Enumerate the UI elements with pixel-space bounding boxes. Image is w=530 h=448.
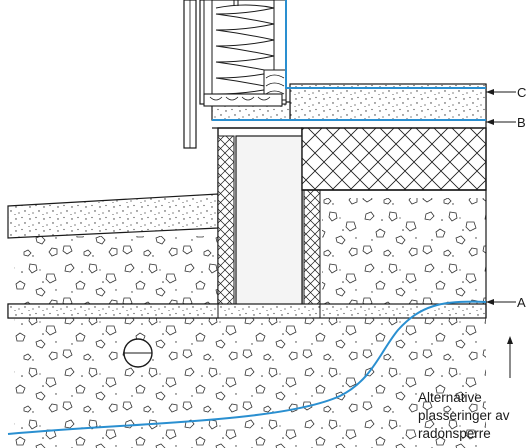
timber-wall — [183, 0, 287, 149]
radon-barrier-position-c — [285, 0, 486, 89]
gravel-fill-lower — [14, 318, 486, 448]
caption-line-1: Alternative — [418, 390, 482, 405]
exterior-ground-layer — [7, 193, 219, 239]
arrow-c — [486, 89, 516, 95]
gravel-fill-right — [322, 198, 486, 308]
label-b: B — [517, 115, 526, 130]
label-a: A — [517, 295, 526, 310]
radon-barrier-position-a — [7, 300, 487, 435]
label-c: C — [517, 85, 526, 100]
arrow-b — [486, 119, 516, 125]
gravel-fill-upper-left — [14, 236, 218, 304]
foundation-wall — [217, 127, 321, 311]
drain-pipe — [123, 338, 153, 368]
arrow-up-caption — [507, 336, 513, 378]
caption-line-3: radonsperre — [418, 426, 491, 441]
slab-insulation — [301, 127, 487, 191]
arrow-a — [486, 299, 516, 305]
caption-line-2: plasseringer av — [418, 408, 510, 423]
